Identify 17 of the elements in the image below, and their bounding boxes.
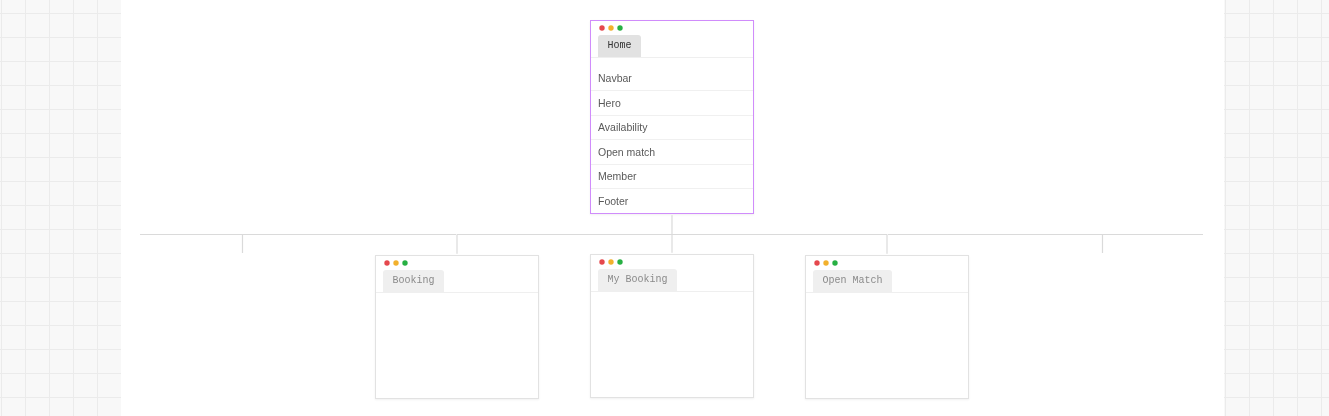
page-tab: Open Match bbox=[813, 270, 892, 292]
connector-line bbox=[456, 214, 888, 236]
section-row: Open match bbox=[591, 140, 753, 165]
page-tab: Booking bbox=[383, 270, 444, 292]
connector-line bbox=[887, 233, 1204, 254]
section-row: Member bbox=[591, 164, 753, 189]
page-tab: My Booking bbox=[598, 269, 677, 291]
connector-line bbox=[139, 233, 457, 254]
section-row: Availability bbox=[591, 115, 753, 140]
page-window bbox=[590, 20, 754, 214]
page-window bbox=[590, 254, 754, 398]
section-row: Hero bbox=[591, 91, 753, 116]
page-tab: Home bbox=[598, 35, 641, 57]
page-window bbox=[805, 255, 969, 399]
page-window bbox=[375, 255, 539, 399]
section-row: Navbar bbox=[591, 66, 753, 91]
section-row: Footer bbox=[591, 189, 753, 214]
